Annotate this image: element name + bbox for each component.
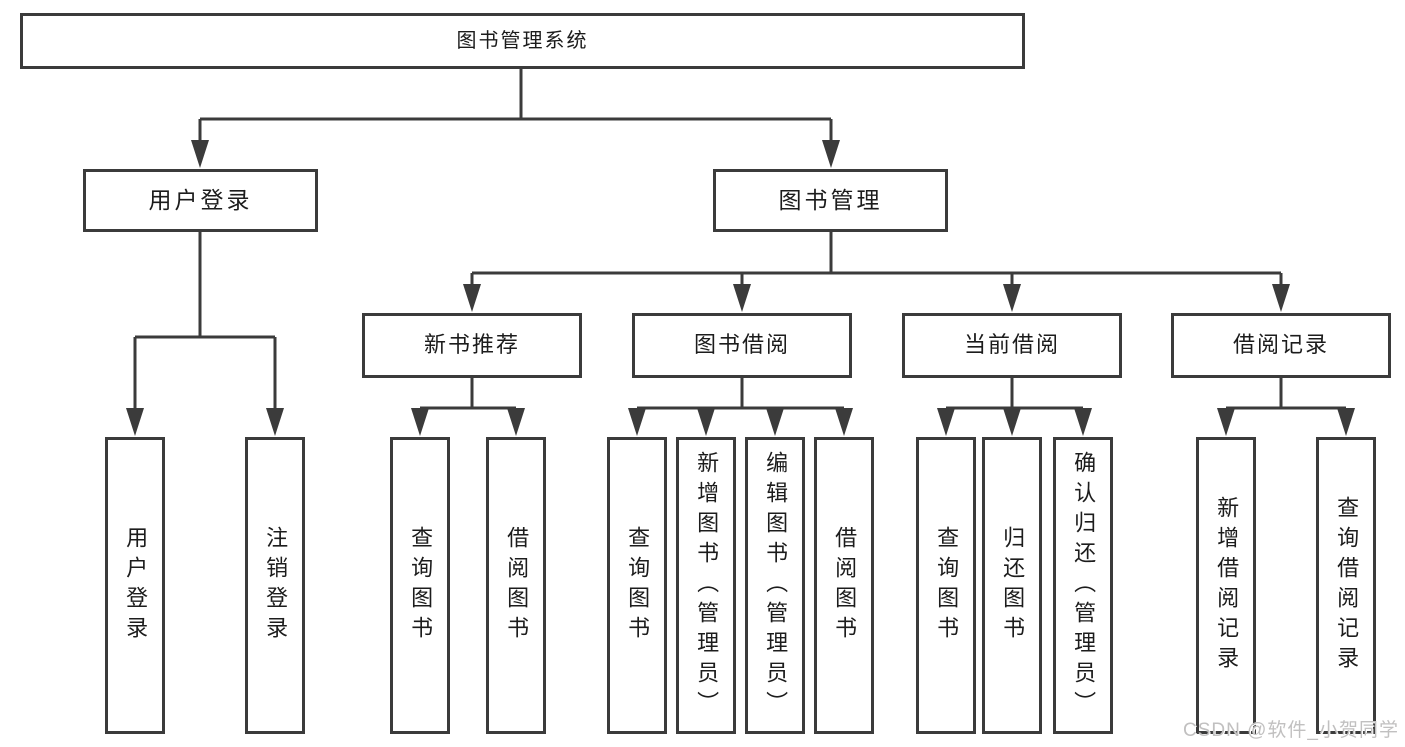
csdn-watermark: CSDN @软件_小贺同学 — [1183, 720, 1399, 741]
node-leaf-query-books-3: 查询图书 — [916, 437, 976, 734]
node-user-login: 用户登录 — [83, 169, 318, 232]
node-leaf-add-books-admin: 新增图书（管理员） — [676, 437, 736, 734]
connector-user-login-to-leaves — [126, 232, 284, 436]
node-leaf-query-books-1: 查询图书 — [390, 437, 450, 734]
node-leaf-query-borrow-record: 查询借阅记录 — [1316, 437, 1376, 734]
node-book-management: 图书管理 — [713, 169, 948, 232]
node-leaf-confirm-return-admin: 确认归还（管理员） — [1053, 437, 1113, 734]
node-book-borrow: 图书借阅 — [632, 313, 852, 378]
connector-root-to-level2 — [191, 69, 840, 168]
connector-borrow-records-to-leaves — [1217, 378, 1355, 436]
node-leaf-query-books-2: 查询图书 — [607, 437, 667, 734]
node-leaf-edit-books-admin: 编辑图书（管理员） — [745, 437, 805, 734]
node-leaf-borrow-books-1: 借阅图书 — [486, 437, 546, 734]
node-leaf-logout: 注销登录 — [245, 437, 305, 734]
node-borrow-records: 借阅记录 — [1171, 313, 1391, 378]
connector-book-mgmt-to-level3 — [463, 232, 1290, 312]
connector-book-borrow-to-leaves — [628, 378, 853, 436]
node-leaf-user-login: 用户登录 — [105, 437, 165, 734]
node-leaf-borrow-books-2: 借阅图书 — [814, 437, 874, 734]
node-current-borrow: 当前借阅 — [902, 313, 1122, 378]
connector-current-borrow-to-leaves — [937, 378, 1092, 436]
connector-new-books-to-leaves — [411, 378, 525, 436]
node-leaf-return-books: 归还图书 — [982, 437, 1042, 734]
node-leaf-add-borrow-record: 新增借阅记录 — [1196, 437, 1256, 734]
node-root-book-management-system: 图书管理系统 — [20, 13, 1025, 69]
node-new-book-recommend: 新书推荐 — [362, 313, 582, 378]
